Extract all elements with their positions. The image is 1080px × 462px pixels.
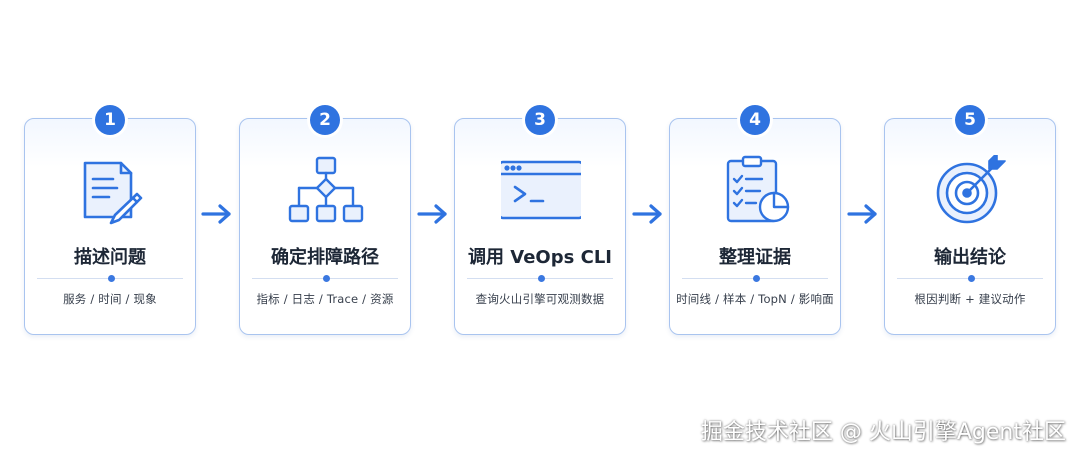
step-title: 描述问题 [74, 247, 146, 268]
divider-dot [323, 275, 330, 282]
step-title: 确定排障路径 [271, 247, 379, 268]
step-title: 调用 VeOps CLI [468, 247, 612, 268]
step-subtitle: 指标 / 日志 / Trace / 资源 [256, 292, 394, 306]
divider-dot [538, 275, 545, 282]
step-card-3: 3 调用 VeOps CLI 查询火山引擎可观测数据 [454, 105, 626, 335]
watermark: 掘金技术社区 @ 火山引擎Agent社区 [700, 420, 1066, 445]
arrow-right-icon [631, 202, 665, 226]
step-number-badge: 5 [955, 105, 985, 135]
document-edit-icon [71, 155, 151, 227]
step-subtitle: 查询火山引擎可观测数据 [475, 292, 605, 306]
divider-dot [968, 275, 975, 282]
step-number-badge: 1 [95, 105, 125, 135]
arrow-right-icon [200, 202, 234, 226]
arrow-right-icon [416, 202, 450, 226]
clipboard-chart-icon [716, 155, 796, 227]
step-number-badge: 4 [740, 105, 770, 135]
target-icon [931, 155, 1011, 227]
step-subtitle: 根因判断 + 建议动作 [914, 292, 1026, 306]
step-subtitle: 时间线 / 样本 / TopN / 影响面 [676, 292, 834, 306]
step-subtitle: 服务 / 时间 / 现象 [63, 292, 157, 306]
step-card-5: 5 输出结论 根因判断 + 建议动作 [884, 105, 1056, 335]
divider-dot [108, 275, 115, 282]
terminal-icon [501, 155, 581, 227]
divider-dot [753, 275, 760, 282]
step-card-2: 2 确定排障路径 指标 / 日志 / Trace / 资源 [239, 105, 411, 335]
step-card-1: 1 描述问题 服务 / 时间 / 现象 [24, 105, 196, 335]
step-card-4: 4 整理证据 时间线 / 样本 / TopN / 影响面 [669, 105, 841, 335]
arrow-right-icon [846, 202, 880, 226]
step-title: 输出结论 [934, 247, 1006, 268]
step-number-badge: 3 [525, 105, 555, 135]
step-title: 整理证据 [719, 247, 791, 268]
flowchart-icon [286, 155, 366, 227]
step-number-badge: 2 [310, 105, 340, 135]
